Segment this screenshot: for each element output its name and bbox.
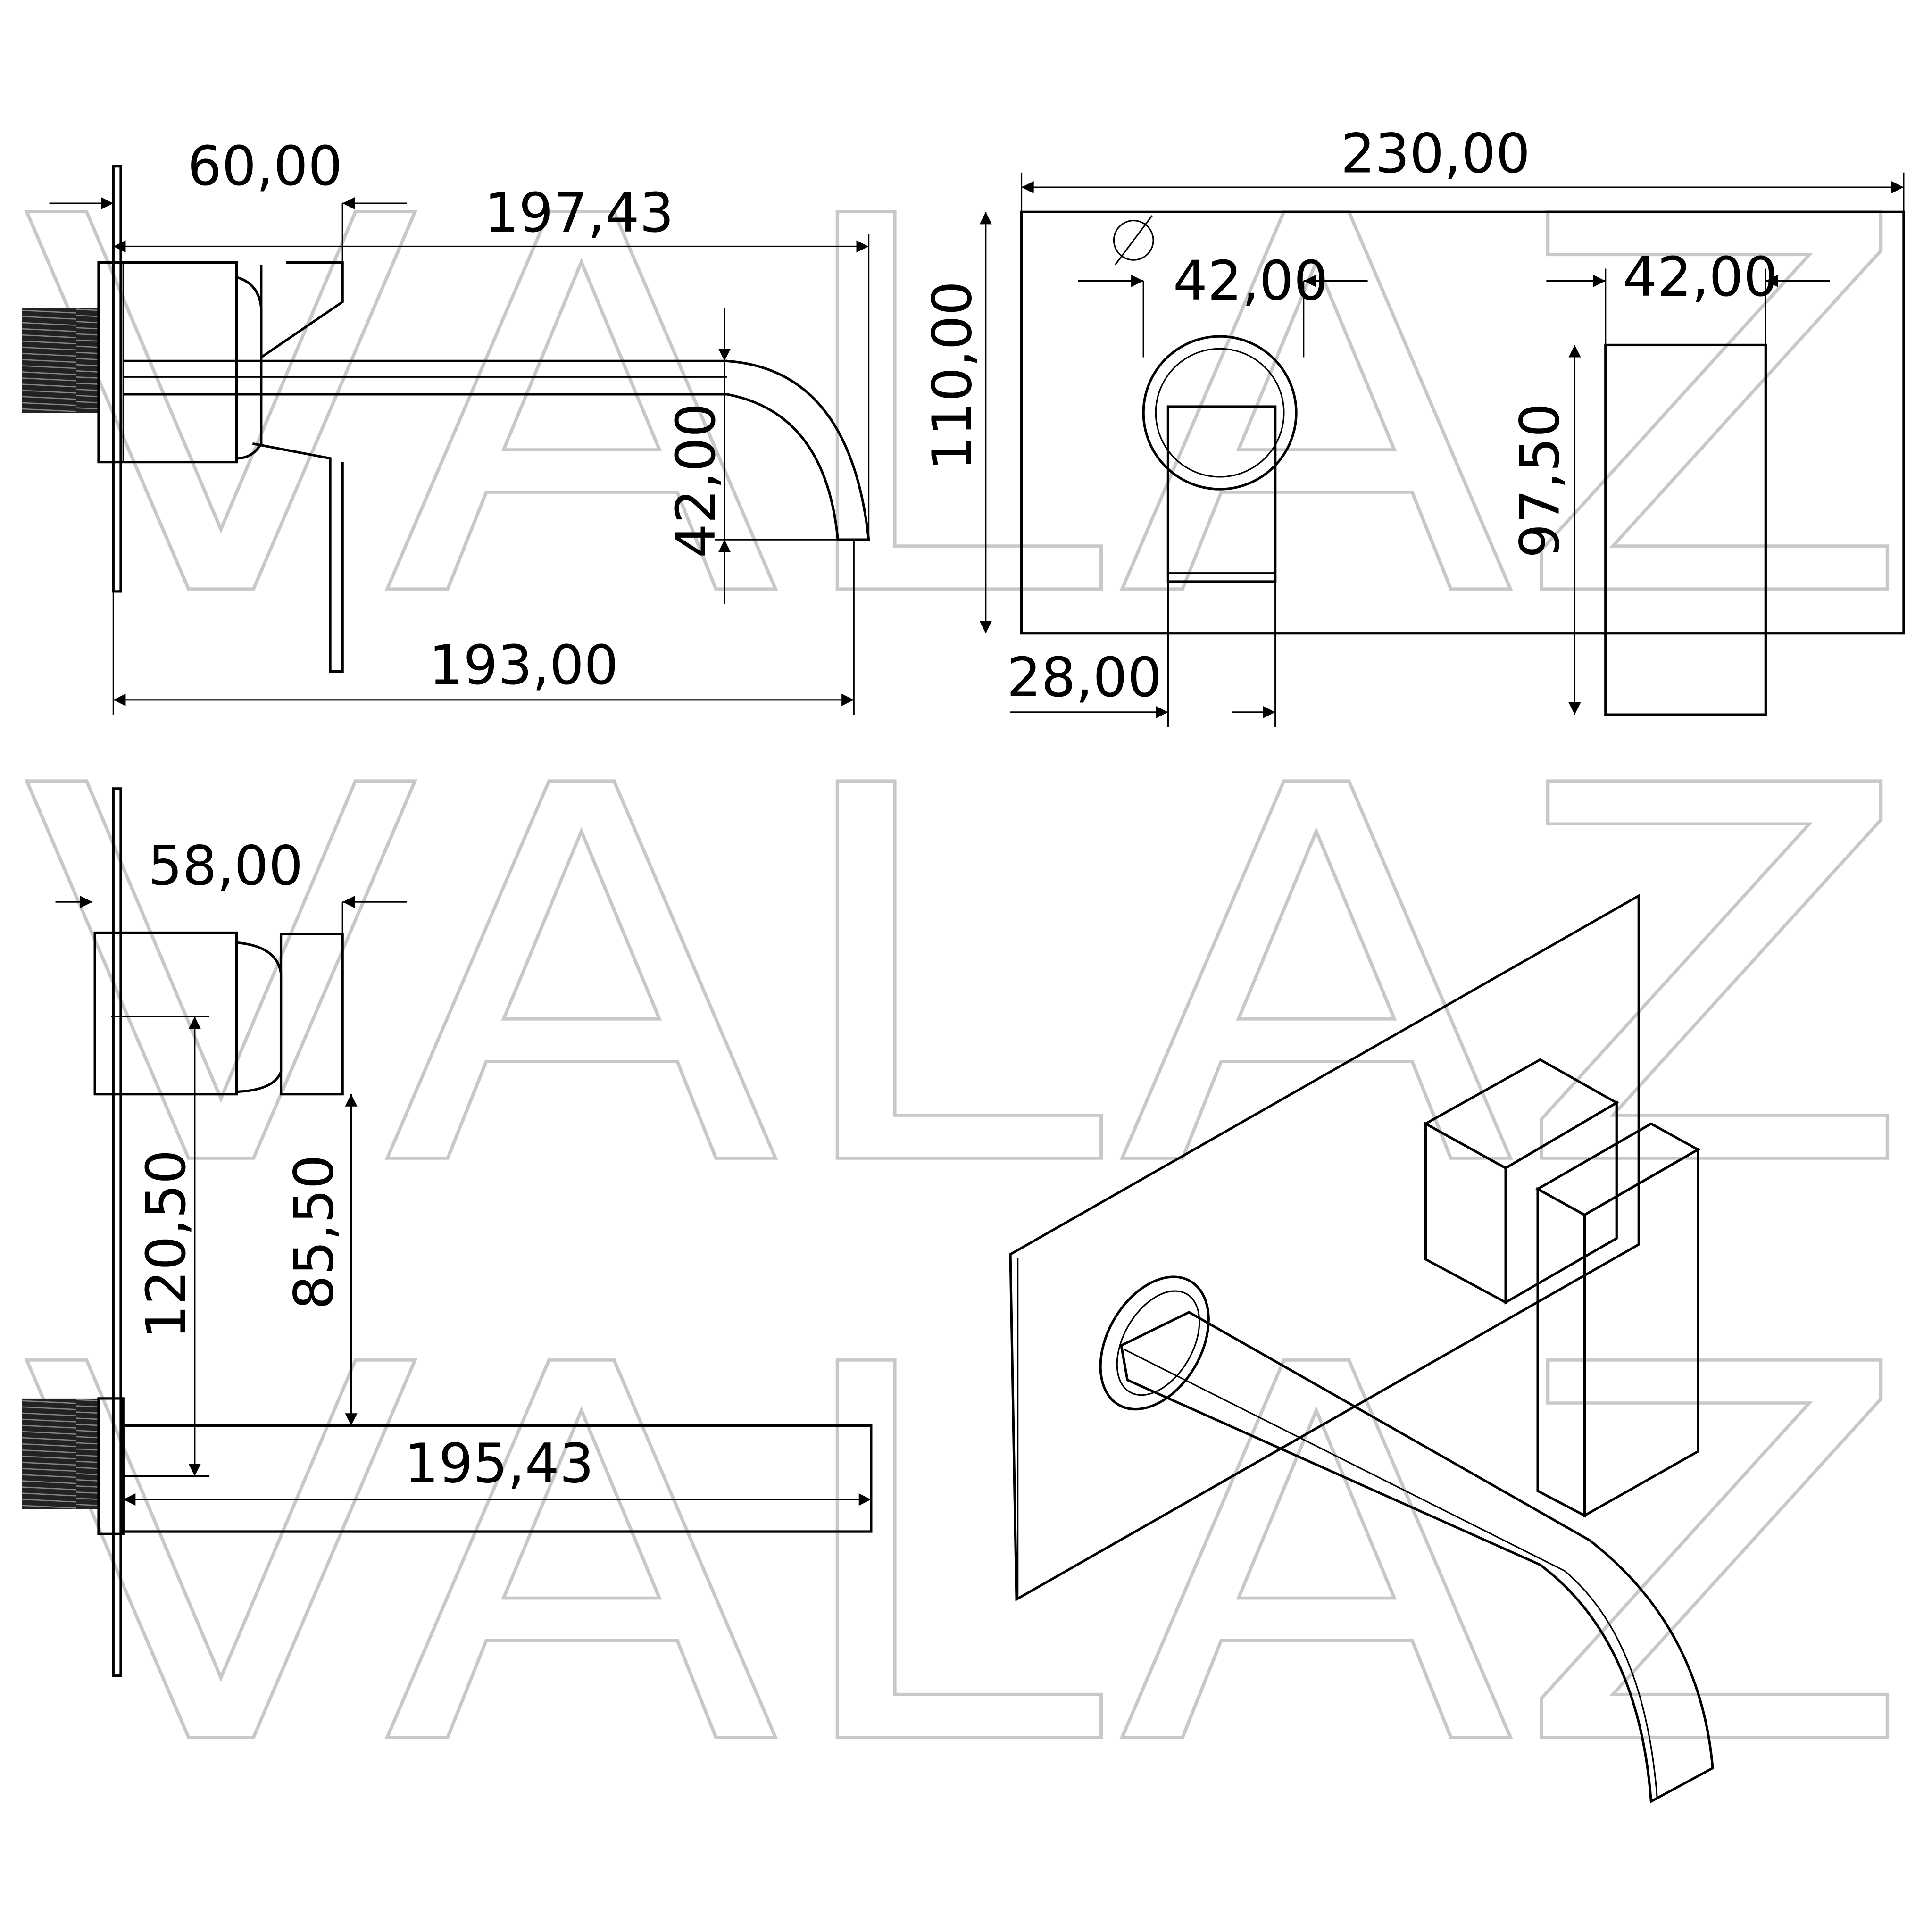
isometric-view (1009, 893, 1714, 1804)
svg-text:VALAZ: VALAZ (22, 678, 1914, 1281)
dim-58: 58,00 (148, 835, 303, 898)
thread-icon (22, 1398, 99, 1509)
dim-handle-42: 42,00 (1623, 246, 1778, 309)
diameter-icon (1113, 215, 1154, 266)
dim-85-50: 85,50 (283, 1155, 346, 1310)
dim-97-50: 97,50 (1508, 403, 1572, 558)
dim-193: 193,00 (429, 634, 618, 697)
top-view: 58,00 120,50 85,50 195,43 (22, 787, 873, 1677)
front-view: 230,00 110,00 42,00 42,00 97,50 28,00 (921, 123, 1905, 727)
dim-197-43: 197,43 (484, 182, 674, 245)
svg-text:VALAZ: VALAZ (22, 1257, 1914, 1859)
dim-195-43: 195,43 (404, 1432, 594, 1496)
dim-42-height: 42,00 (665, 403, 728, 558)
side-view: 60,00 197,43 193,00 42,00 (22, 135, 870, 715)
dim-120-50: 120,50 (135, 1149, 198, 1339)
dim-28: 28,00 (1007, 646, 1162, 709)
dim-110: 110,00 (921, 281, 984, 471)
dim-60: 60,00 (187, 135, 342, 198)
svg-text:VALAZ: VALAZ (22, 109, 1914, 711)
watermark-logo: VALAZ VALAZ VALAZ (21, 107, 1915, 1861)
dim-diameter-42: 42,00 (1173, 250, 1328, 313)
thread-icon (22, 308, 99, 413)
dim-230: 230,00 (1341, 123, 1530, 186)
